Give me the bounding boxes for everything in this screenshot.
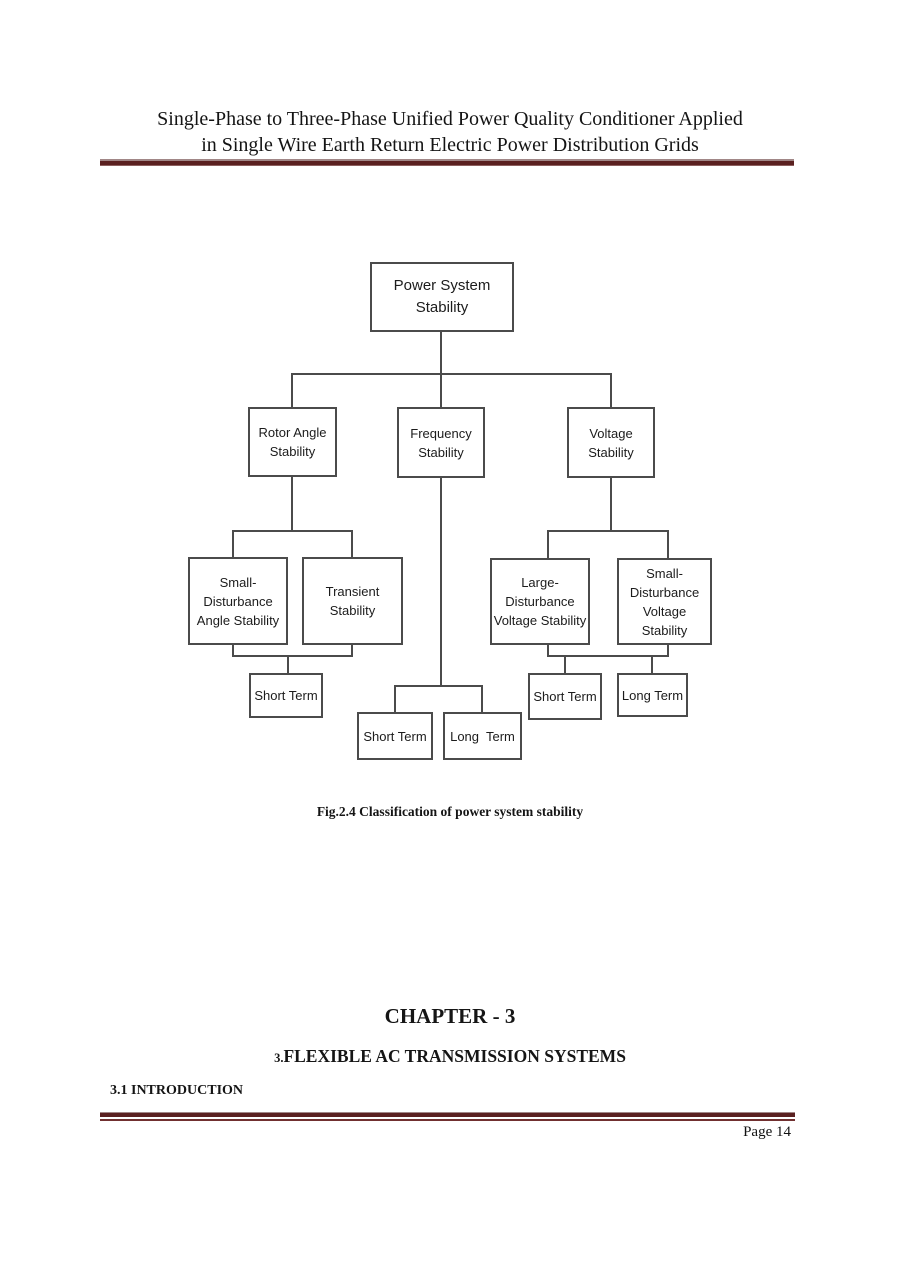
header-rule-edge xyxy=(100,165,794,166)
connector xyxy=(481,685,483,712)
connector xyxy=(440,477,442,685)
stability-classification-diagram: Power System Stability Rotor Angle Stabi… xyxy=(188,262,712,760)
node-long-term-frequency: Long Term xyxy=(443,712,522,760)
connector xyxy=(610,477,612,530)
node-long-term-voltage: Long Term xyxy=(617,673,688,717)
header-title-line1: Single-Phase to Three-Phase Unified Powe… xyxy=(157,108,743,130)
header-rule-dark xyxy=(100,161,794,165)
node-power-system-stability: Power System Stability xyxy=(370,262,514,332)
footer-rule-gap xyxy=(100,1117,795,1119)
footer-rule-edge xyxy=(100,1112,795,1113)
connector xyxy=(564,655,566,673)
connector xyxy=(547,530,669,532)
connector xyxy=(287,655,289,673)
node-frequency-stability: Frequency Stability xyxy=(397,407,485,478)
header-rule-light xyxy=(100,159,794,161)
connector xyxy=(394,685,483,687)
connector xyxy=(232,530,234,557)
connector xyxy=(351,530,353,557)
header-rule xyxy=(100,159,794,166)
connector xyxy=(667,645,669,657)
node-short-term-angle: Short Term xyxy=(249,673,323,718)
chapter-title: CHAPTER - 3 xyxy=(384,1004,516,1028)
node-voltage-stability: Voltage Stability xyxy=(567,407,655,478)
chapter-heading-number: 3. xyxy=(274,1051,284,1065)
connector xyxy=(394,685,396,712)
chapter-heading-text: FLEXIBLE AC TRANSMISSION SYSTEMS xyxy=(283,1046,626,1066)
running-header: Single-Phase to Three-Phase Unified Powe… xyxy=(0,106,900,158)
connector xyxy=(547,655,669,657)
connector xyxy=(291,477,293,530)
section-heading: 3.1 INTRODUCTION xyxy=(110,1083,244,1098)
footer-rule-dark xyxy=(100,1113,795,1117)
node-short-term-voltage: Short Term xyxy=(528,673,602,720)
connector xyxy=(291,373,293,407)
node-rotor-angle-stability: Rotor Angle Stability xyxy=(248,407,337,477)
page-number: Page 14 xyxy=(743,1124,791,1140)
connector xyxy=(667,530,669,558)
connector xyxy=(440,373,442,407)
node-short-term-frequency: Short Term xyxy=(357,712,433,760)
footer-rule xyxy=(100,1112,795,1121)
connector xyxy=(351,645,353,657)
node-small-disturbance-angle-stability: Small-Disturbance Angle Stability xyxy=(188,557,288,645)
connector xyxy=(547,645,549,657)
connector xyxy=(232,645,234,657)
node-small-disturbance-voltage-stability: Small- Disturbance Voltage Stability xyxy=(617,558,712,645)
connector xyxy=(232,530,353,532)
connector xyxy=(232,655,353,657)
connector xyxy=(610,373,612,407)
header-title-line2: in Single Wire Earth Return Electric Pow… xyxy=(201,134,699,156)
connector xyxy=(440,332,442,373)
node-transient-stability: Transient Stability xyxy=(302,557,403,645)
node-large-disturbance-voltage-stability: Large- Disturbance Voltage Stability xyxy=(490,558,590,645)
connector xyxy=(291,373,612,375)
footer-rule-thin xyxy=(100,1119,795,1121)
connector xyxy=(547,530,549,558)
connector xyxy=(651,655,653,673)
figure-caption: Fig.2.4 Classification of power system s… xyxy=(316,804,584,819)
chapter-heading: 3.FLEXIBLE AC TRANSMISSION SYSTEMS xyxy=(0,1046,900,1067)
